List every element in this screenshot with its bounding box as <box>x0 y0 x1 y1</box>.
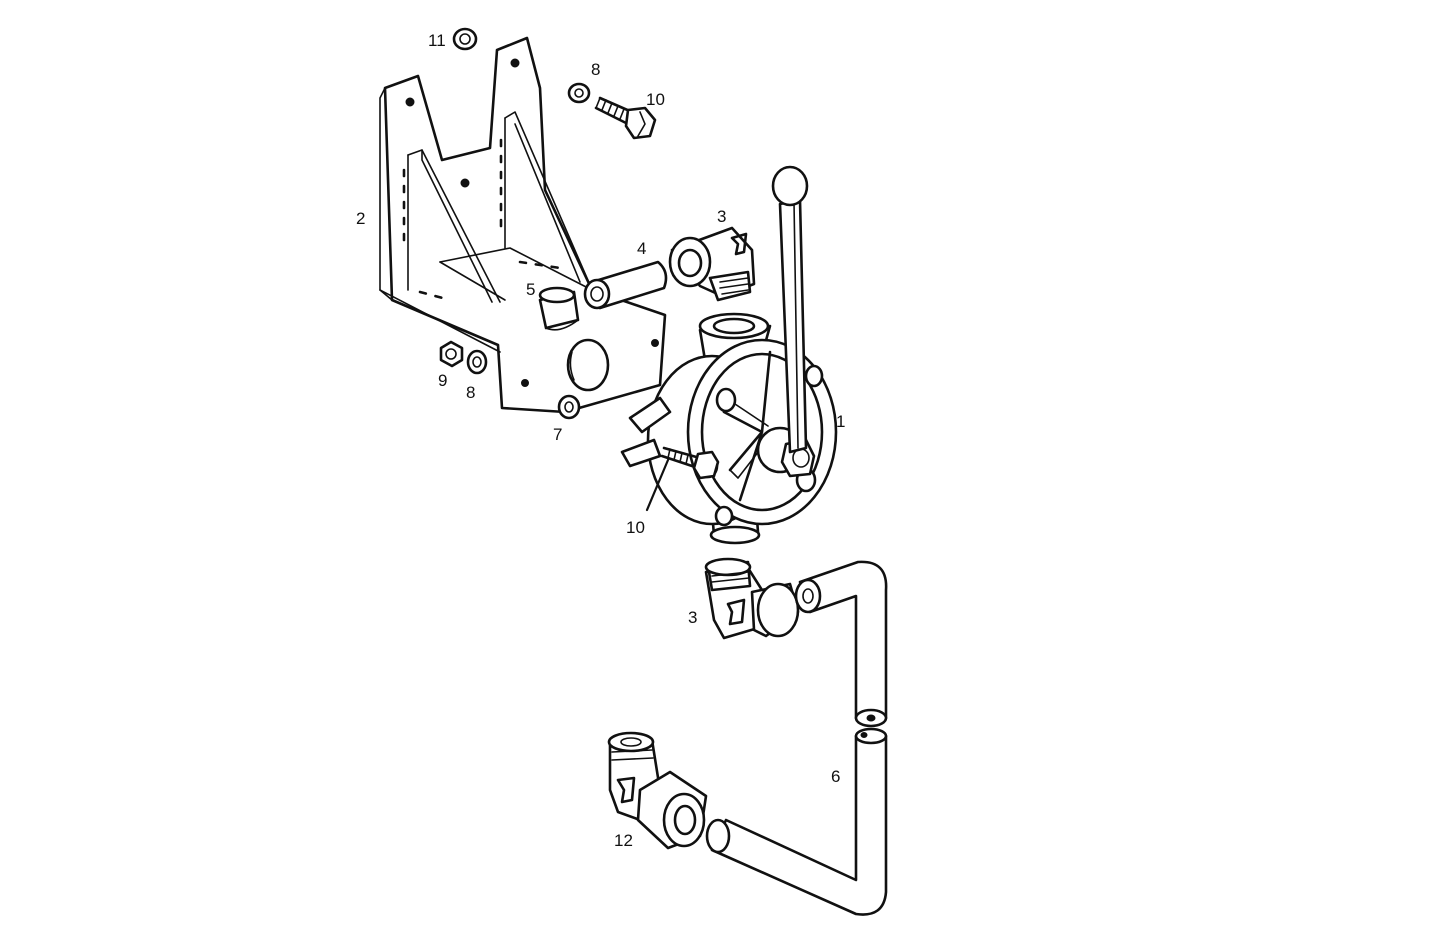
label-part-8-lower: 8 <box>466 383 475 402</box>
washer-8-lower <box>466 349 488 375</box>
washer-7 <box>557 394 581 420</box>
leader-line-10 <box>645 458 670 512</box>
label-part-1: 1 <box>836 412 845 431</box>
elbow-fitting-3-upper <box>668 226 756 302</box>
elbow-fitting-3-lower <box>704 557 800 640</box>
mounting-bracket <box>379 36 667 414</box>
label-part-7: 7 <box>553 425 562 444</box>
hand-pump <box>620 165 838 545</box>
label-part-11: 11 <box>428 31 446 50</box>
label-part-4: 4 <box>637 239 646 258</box>
label-part-5: 5 <box>526 280 535 299</box>
bolt-10-upper <box>594 96 657 140</box>
label-part-3-lower: 3 <box>688 608 697 627</box>
label-part-6: 6 <box>831 767 840 786</box>
label-part-12: 12 <box>614 831 633 850</box>
label-part-3-upper: 3 <box>717 207 726 226</box>
nut-9 <box>439 340 464 368</box>
tube-4 <box>583 260 668 310</box>
label-part-2: 2 <box>356 209 365 228</box>
hose-6 <box>705 560 888 916</box>
elbow-fitting-12 <box>607 731 708 850</box>
washer-8-upper <box>567 82 591 104</box>
label-part-10-upper: 10 <box>646 90 665 109</box>
label-part-8-upper: 8 <box>591 60 600 79</box>
bolt-10-lower <box>660 446 720 480</box>
label-part-9: 9 <box>438 371 447 390</box>
plug-5 <box>538 286 580 331</box>
label-part-10-lower: 10 <box>626 518 645 537</box>
nut-11 <box>452 27 478 51</box>
